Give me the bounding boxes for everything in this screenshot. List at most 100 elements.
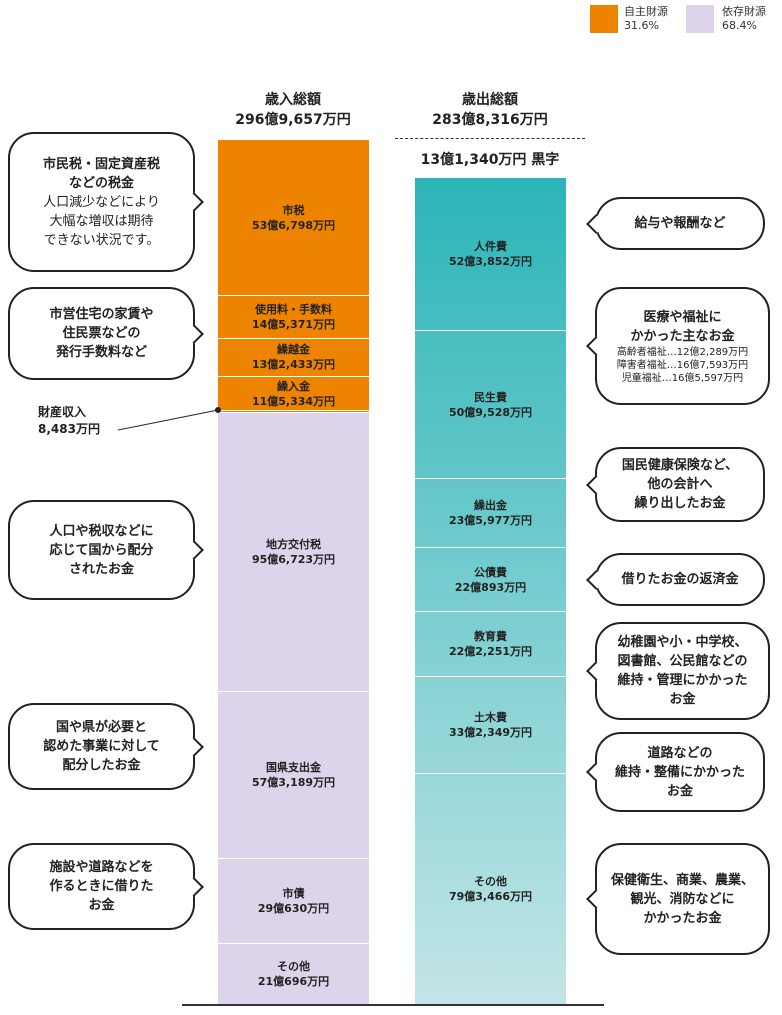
segment-label: 土木費: [474, 710, 507, 724]
note-line: 人口や税収などに: [49, 523, 154, 539]
note-line: 配分したお金: [62, 758, 141, 773]
segment-amount: 22億2,251万円: [448, 645, 533, 659]
note-bubble: 市営住宅の家賃や住民票などの発行手数料など: [8, 287, 204, 380]
note-line: 道路などの: [647, 745, 713, 761]
segment-amount: 23億5,977万円: [448, 514, 533, 528]
segment-amount: 21億696万円: [257, 974, 330, 988]
note-line: 借りたお金の返済金: [621, 572, 739, 587]
revenue-segment: [218, 410, 369, 414]
note-bubble: 幼稚園や小・中学校、図書館、公民館などの維持・管理にかかったお金: [586, 622, 770, 720]
note-line: 市営住宅の家賃や: [49, 307, 154, 322]
legend-swatch-dependent: [686, 5, 714, 33]
note-line: 国民健康保険など、: [621, 458, 739, 473]
note-subline: 障害者福祉…16億7,593万円: [616, 359, 749, 371]
segment-amount: 33億2,349万円: [448, 725, 533, 739]
segment-label: 教育費: [474, 630, 507, 644]
note-line: 保健衛生、商業、農業、: [610, 872, 754, 888]
segment-label: 市債: [282, 886, 305, 900]
surplus-label: 13億1,340万円 黒字: [420, 152, 560, 168]
note-line: 維持・整備にかかった: [614, 764, 745, 780]
revenue-segment: 使用料・手数料 14億5,371万円: [218, 296, 369, 339]
note-line: お金: [666, 783, 693, 799]
segment-label: 使用料・手数料: [255, 303, 332, 316]
note-subline: 大幅な増収は期待: [49, 213, 154, 229]
baseline: [182, 1004, 604, 1006]
note-bubble: 国や県が必要と認めた事業に対して配分したお金: [8, 703, 204, 790]
segment-amount: 57億3,189万円: [251, 775, 336, 789]
note-line: お金: [88, 898, 115, 913]
legend-swatch-own: [590, 5, 618, 33]
segment-label: 繰出金: [474, 499, 507, 513]
note-bubble: 市民税・固定資産税などの税金人口減少などにより大幅な増収は期待できない状況です。: [8, 132, 204, 272]
note-bubble: 医療や福祉にかかった主なお金高齢者福祉…12億2,289万円障害者福祉…16億7…: [586, 287, 770, 405]
segment-amount: 13億2,433万円: [251, 358, 336, 372]
note-line: 繰り出したお金: [634, 496, 726, 511]
note-bubble: 保健衛生、商業、農業、観光、消防などにかかったお金: [586, 843, 770, 955]
note-line: 施設や道路などを: [49, 860, 154, 875]
note-line: されたお金: [68, 561, 134, 577]
note-line: 観光、消防などに: [630, 891, 735, 907]
note-bubble: 借りたお金の返済金: [586, 553, 765, 606]
note-bubble: 道路などの維持・整備にかかったお金: [586, 732, 765, 812]
note-line: 国や県が必要と: [55, 720, 147, 735]
segment-label: 地方交付税: [266, 538, 321, 552]
note-line: かかったお金: [643, 910, 722, 926]
note-line: 作るときに借りた: [49, 879, 154, 894]
segment-amount: 22億893万円: [454, 580, 527, 594]
segment-amount: 29億630万円: [257, 901, 330, 915]
segment-label: 民生費: [474, 390, 507, 404]
segment-label: 繰越金: [277, 343, 310, 357]
segment-amount: 50億9,528万円: [448, 405, 533, 419]
note-line: 認めた事業に対して: [43, 739, 160, 754]
segment-label: 繰入金: [277, 379, 310, 393]
segment-label: その他: [277, 959, 310, 973]
note-line: 医療や福祉に: [643, 309, 722, 325]
note-bubble: 人口や税収などに応じて国から配分されたお金: [8, 500, 204, 600]
note-line: 発行手数料など: [55, 345, 147, 360]
note-subline: 児童福祉…16億5,597万円: [621, 372, 744, 384]
segment-amount: 79億3,466万円: [448, 889, 533, 903]
note-line: お金: [669, 692, 696, 707]
note-subline: 人口減少などにより: [43, 194, 160, 210]
note-line: 幼稚園や小・中学校、: [617, 635, 748, 650]
segment-amount: 52億3,852万円: [448, 255, 533, 269]
segment-label: 国県支出金: [266, 760, 321, 774]
note-line: 給与や報酬など: [634, 216, 726, 231]
note-line: かかった主なお金: [630, 328, 735, 344]
segment-label: その他: [474, 874, 507, 888]
note-subline: 高齢者福祉…12億2,289万円: [616, 346, 749, 358]
dashed-divider: [395, 138, 585, 139]
note-bubble: 施設や道路などを作るときに借りたお金: [8, 843, 204, 930]
note-line: 維持・管理にかかった: [617, 673, 748, 688]
note-line: 住民票などの: [62, 326, 141, 341]
note-bubble: 給与や報酬など: [586, 197, 765, 250]
segment-amount: 14億5,371万円: [251, 318, 336, 331]
segment-amount: 53億6,798万円: [251, 218, 336, 232]
note-line: などの税金: [68, 175, 134, 191]
note-line: 他の会計へ: [647, 477, 713, 492]
note-subline: できない状況です。: [43, 232, 160, 248]
segment-amount: 95億6,723万円: [251, 553, 336, 567]
segment-label: 公債費: [474, 565, 507, 579]
note-line: 図書館、公民館などの: [617, 654, 748, 669]
